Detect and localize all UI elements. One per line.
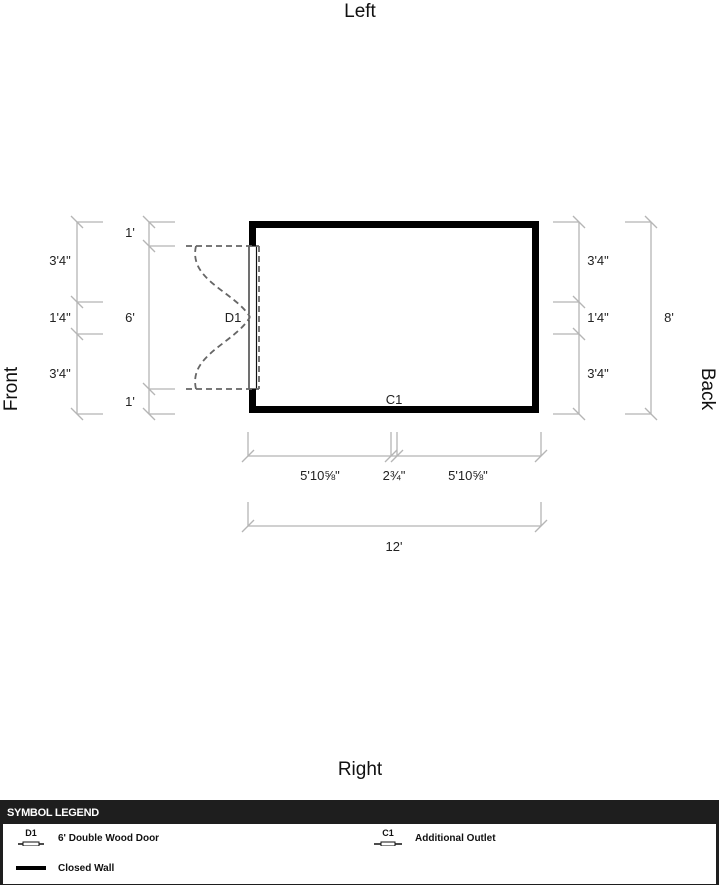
dim-label-front-1: 3'4" (49, 253, 71, 268)
door-code-label: D1 (225, 310, 242, 325)
legend-item-closed-wall: Closed Wall (15, 860, 114, 876)
door-swing-upper (194, 245, 251, 318)
dim-label-door-offset-top: 1' (125, 225, 135, 240)
legend-item-door: D1 6' Double Wood Door (15, 828, 160, 846)
right-segment-dimensions: 3'4" 1'4" 3'4" (553, 215, 609, 421)
right-total-dimension: 8' (625, 215, 674, 421)
dim-label-back-2: 1'4" (587, 310, 609, 325)
door-symbol-icon: D1 (15, 828, 47, 846)
floor-plan: Left Right Front Back D1 C1 3'4" 1'4" 3'… (1, 1, 718, 780)
legend-title: SYMBOL LEGEND (7, 807, 99, 819)
dim-label-width-total: 12' (386, 539, 403, 554)
dim-label-back-1: 3'4" (587, 253, 609, 268)
dim-label-outlet-gap: 2¾" (383, 468, 406, 483)
door-d1: D1 (186, 245, 260, 390)
closed-wall-symbol-icon (15, 860, 47, 876)
legend-outlet-label: Additional Outlet (415, 832, 496, 844)
side-label-left: Left (344, 1, 376, 22)
outlet-code-label: C1 (386, 392, 403, 407)
legend-closed-wall-label: Closed Wall (58, 862, 115, 874)
dim-label-front-3: 3'4" (49, 366, 71, 381)
symbol-legend: SYMBOL LEGEND D1 6' Double Wood Door C1 … (0, 800, 719, 885)
dim-label-width-2: 5'10⅝" (448, 468, 488, 483)
bottom-segment-dimensions: 5'10⅝" 2¾" 5'10⅝" (241, 432, 548, 483)
dim-label-width-1: 5'10⅝" (300, 468, 340, 483)
side-label-back: Back (697, 368, 718, 411)
legend-door-code: D1 (25, 828, 37, 838)
legend-body: D1 6' Double Wood Door C1 Additional Out… (2, 823, 717, 885)
dim-label-door-offset-bottom: 1' (125, 394, 135, 409)
dim-label-back-3: 3'4" (587, 366, 609, 381)
side-label-right: Right (338, 759, 383, 780)
legend-door-label: 6' Double Wood Door (58, 832, 160, 844)
bottom-total-dimension: 12' (241, 502, 548, 554)
side-label-front: Front (1, 366, 22, 411)
door-swing-lower (194, 316, 251, 390)
dim-label-depth-total: 8' (664, 310, 674, 325)
closed-wall (249, 221, 539, 413)
dim-label-front-2: 1'4" (49, 310, 71, 325)
dim-label-door-width: 6' (125, 310, 135, 325)
outlet-symbol-icon: C1 (372, 828, 404, 846)
left-inner-dimensions: 1' 6' 1' (125, 215, 175, 421)
left-outer-dimensions: 3'4" 1'4" 3'4" (49, 215, 103, 421)
legend-item-outlet: C1 Additional Outlet (372, 828, 496, 846)
legend-outlet-code: C1 (382, 828, 394, 838)
